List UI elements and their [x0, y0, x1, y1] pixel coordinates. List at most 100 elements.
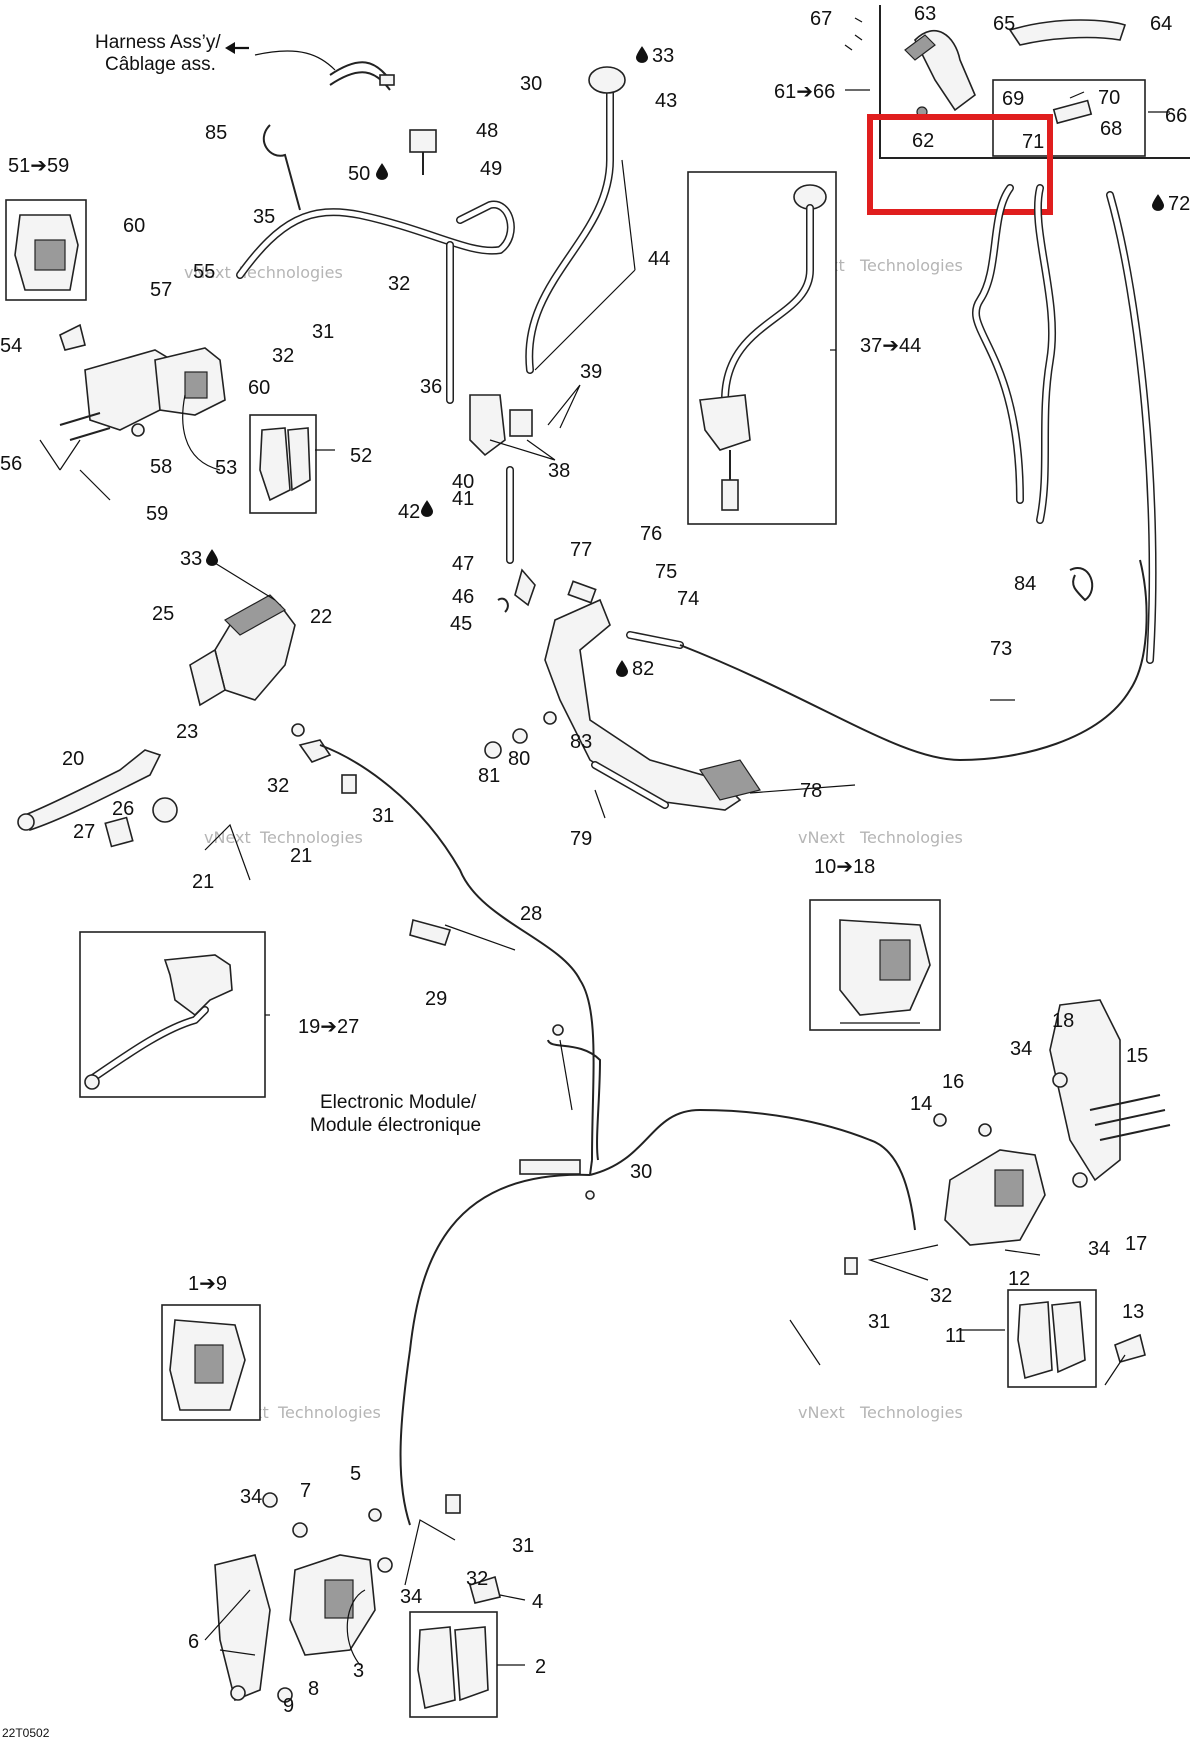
callout-35: 35 [253, 206, 275, 228]
callout-71: 71 [1022, 131, 1044, 153]
brake-lever-20 [24, 749, 162, 832]
callout-51-59: 51➔59 [8, 155, 69, 177]
master-cylinder-detail-frame [687, 171, 837, 525]
upper-hose-assembly [236, 61, 626, 613]
callout-34a: 34 [1010, 1038, 1032, 1060]
switch-connector [721, 479, 739, 511]
reservoir-hose-44 [525, 81, 614, 374]
callout-60b: 60 [248, 377, 270, 399]
callout-31b: 31 [372, 805, 394, 827]
callout-65: 65 [993, 13, 1015, 35]
callout-32c: 32 [267, 775, 289, 797]
callout-16: 16 [942, 1071, 964, 1093]
watermark-text: Technologies [259, 828, 363, 847]
callout-42: 42 [398, 501, 420, 523]
protector-29 [409, 919, 452, 946]
seal-16 [978, 1123, 992, 1137]
callout-37-44: 37➔44 [860, 335, 921, 357]
callout-20: 20 [62, 748, 84, 770]
pedal-pad [699, 759, 761, 801]
brake-pad-52b [287, 427, 311, 492]
watermark-text: Technologies [859, 256, 963, 275]
callout-34b: 34 [1088, 1238, 1110, 1260]
callout-39: 39 [580, 361, 602, 383]
switch-housing [914, 29, 976, 112]
callout-3: 3 [353, 1660, 364, 1682]
pin-9 [230, 1685, 246, 1701]
harness-connector [379, 74, 395, 86]
callout-44: 44 [648, 248, 670, 270]
callout-6: 6 [188, 1631, 199, 1653]
callout-32a: 32 [388, 273, 410, 295]
oil-drop-icon [636, 46, 648, 63]
banjo-fitting [298, 739, 332, 763]
callout-18: 18 [1052, 1010, 1074, 1032]
harness-label-line1: Harness Ass’y/ [95, 32, 221, 53]
callout-21: 21 [192, 871, 214, 893]
callout-46: 46 [452, 586, 474, 608]
callout-60a: 60 [123, 215, 145, 237]
callout-82: 82 [632, 658, 654, 680]
brake-pedal-group [484, 559, 1148, 811]
banjo-bolt-31 [341, 774, 357, 794]
callout-49: 49 [480, 158, 502, 180]
caliper-bracket-6 [214, 1554, 271, 1702]
o-ring-26 [152, 797, 178, 823]
callout-4: 4 [532, 1591, 543, 1613]
pins-56 [59, 412, 111, 441]
callout-30b: 30 [630, 1161, 652, 1183]
callout-29: 29 [425, 988, 447, 1010]
callout-84: 84 [1014, 573, 1036, 595]
part-68 [1052, 99, 1093, 125]
figure-code: 22T0502 [2, 1726, 50, 1740]
master-cylinder [699, 394, 751, 451]
watermark-text: vNext [798, 1403, 845, 1422]
callout-43: 43 [655, 90, 677, 112]
callout-75: 75 [655, 561, 677, 583]
callout-5: 5 [350, 1463, 361, 1485]
spring-4 [469, 1575, 501, 1604]
callout-47: 47 [452, 553, 474, 575]
clamp-23 [189, 648, 226, 707]
arrow-icon [225, 42, 249, 54]
module-label-line2: Module électronique [310, 1115, 481, 1136]
reservoir-cover-22 [224, 594, 286, 636]
callout-31d: 31 [512, 1535, 534, 1557]
callout-55: 55 [193, 261, 215, 283]
callout-53: 53 [215, 457, 237, 479]
callout-70: 70 [1098, 87, 1120, 109]
pin-7 [292, 1522, 308, 1538]
brake-pad-11b [1051, 1301, 1086, 1374]
callout-13: 13 [1122, 1301, 1144, 1323]
watermark-text: Technologies [859, 1403, 963, 1422]
callout-34d: 34 [400, 1586, 422, 1608]
cable-tie-85 [262, 124, 301, 211]
text-labels: Harness Ass’y/ Câblage ass. Electronic M… [2, 32, 481, 1740]
callout-numbers: 1➔9 2 3 4 5 6 7 8 9 10➔18 11 12 13 14 15… [0, 3, 1190, 1717]
oil-drop-icon [376, 163, 388, 180]
brake-pad-2 [417, 1626, 456, 1709]
module-label-line1: Electronic Module/ [320, 1092, 477, 1113]
callout-31a: 31 [312, 321, 334, 343]
washer-32 [291, 723, 305, 737]
callout-10-18: 10➔18 [814, 856, 875, 878]
master-cylinder-thumb [163, 954, 233, 1017]
cable-73 [679, 559, 1148, 762]
callout-2: 2 [535, 1656, 546, 1678]
oil-drop-icon [1152, 194, 1164, 211]
callout-32e: 32 [466, 1568, 488, 1590]
harness-label-line2: Câblage ass. [105, 54, 216, 75]
watermark-text: Technologies [859, 828, 963, 847]
pin-45 [497, 597, 509, 613]
callout-21b: 21 [290, 845, 312, 867]
oil-drop-icon [206, 549, 218, 566]
callout-45: 45 [450, 613, 472, 635]
spring-13 [1114, 1333, 1146, 1363]
left-caliper-thumbnail-frame [161, 1304, 261, 1421]
watermark-text: vNext [204, 828, 251, 847]
callout-11: 11 [945, 1325, 966, 1347]
callout-12: 12 [1008, 1268, 1030, 1290]
callout-9: 9 [283, 1695, 294, 1717]
